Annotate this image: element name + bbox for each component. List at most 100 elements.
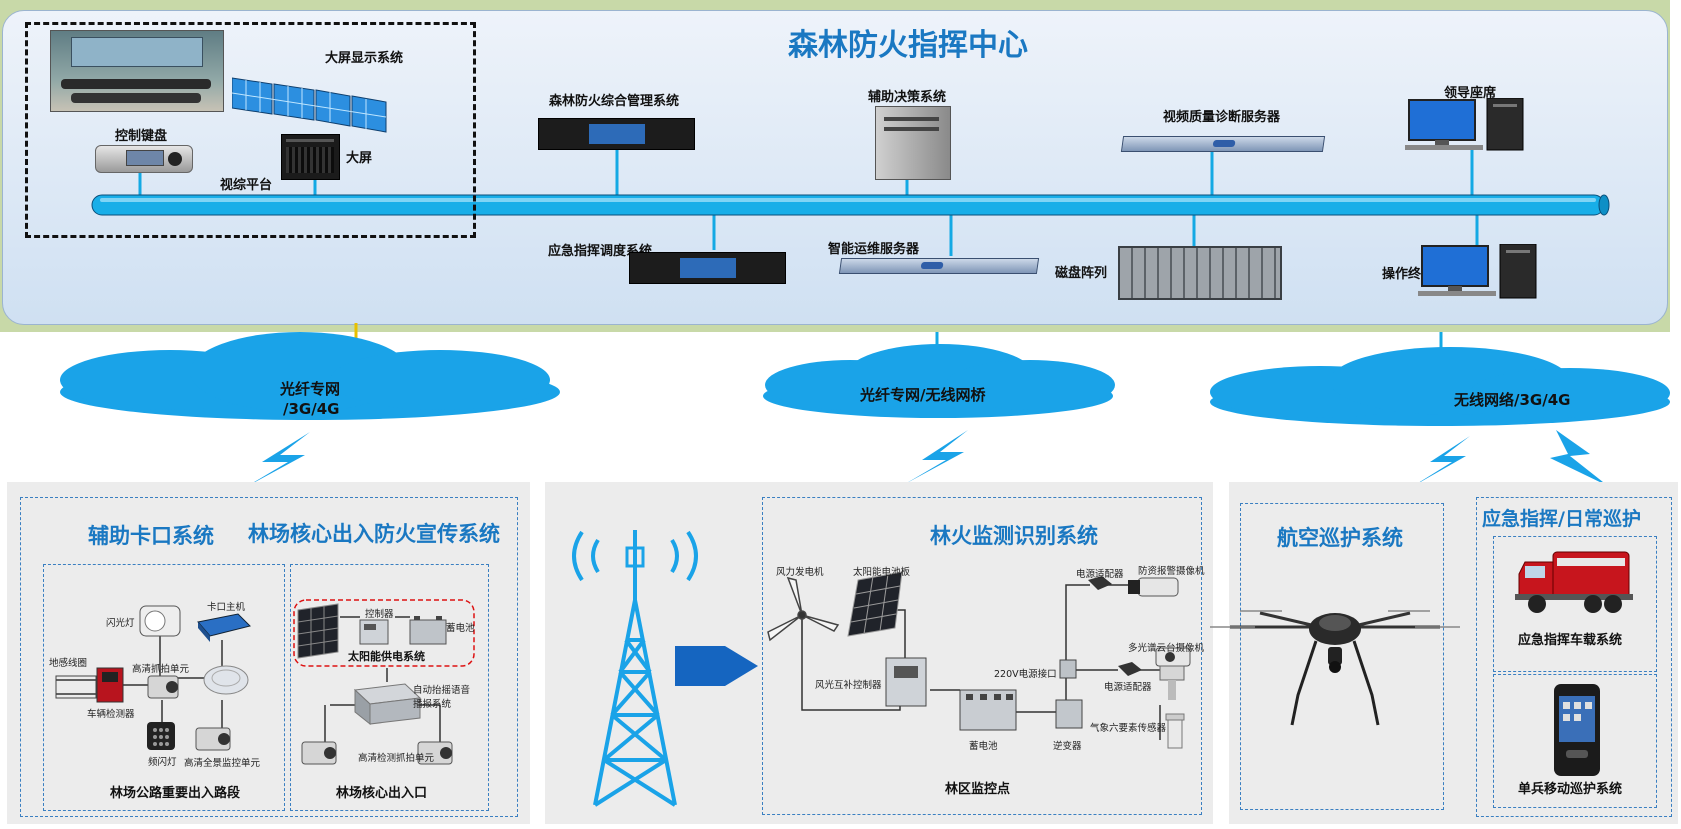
integrated-mgmt-label: 森林防火综合管理系统 — [549, 94, 680, 109]
big-screen-label: 大屏 — [346, 151, 373, 166]
cloud-left-label-2: /3G/4G — [283, 400, 340, 418]
panel-checkpoint — [7, 482, 530, 824]
emergency-outer-box — [1476, 497, 1672, 817]
control-keyboard-label: 控制键盘 — [115, 129, 168, 144]
signal-tower-icon — [572, 530, 698, 807]
battery-small-icon — [409, 616, 447, 645]
control-keyboard-icon — [95, 145, 193, 173]
network-switch-icon — [203, 665, 249, 695]
hd-capture-label: 高清抓拍单元 — [132, 664, 190, 675]
weather-sensor-label: 气象六要素传感器 — [1090, 723, 1167, 734]
cloud-left — [60, 332, 560, 420]
video-wall-icon — [232, 77, 387, 133]
aerial-box — [1240, 503, 1444, 810]
loop-coil-icon — [55, 675, 97, 699]
cloud-right-label: 无线网络/3G/4G — [1454, 391, 1571, 409]
fire-monitoring-box — [762, 497, 1202, 815]
flash-light-icon — [139, 605, 181, 637]
big-screen-group-box — [25, 22, 476, 238]
checkpoint-system-title: 辅助卡口系统 — [88, 524, 214, 548]
ac220-label: 220V电源接口 — [994, 669, 1057, 680]
power-adapter-2-icon — [1118, 662, 1142, 676]
wind-turbine-icon — [767, 576, 840, 642]
cloud-right — [1210, 347, 1670, 426]
power-adapter-1-label: 电源适配器 — [1076, 569, 1124, 580]
mobile-patrol-box — [1493, 674, 1657, 808]
power-adapter-2-label: 电源适配器 — [1104, 682, 1152, 693]
fire-camera-icon — [1128, 577, 1179, 597]
core-entry-caption: 林场核心出入口 — [336, 786, 428, 801]
mobile-terminal-icon — [1554, 684, 1600, 776]
auto-voice-label: 自动抬摇语音播报系统 — [413, 685, 471, 710]
big-screen-system-label: 大屏显示系统 — [325, 51, 404, 66]
ops-server-label: 智能运维服务器 — [828, 242, 920, 257]
panel-checkpoint-outer-box — [20, 497, 518, 817]
emergency-dispatch-device — [629, 252, 786, 284]
solar-panel-icon — [847, 571, 903, 637]
panel-aerial — [1229, 482, 1469, 824]
decision-support-server — [875, 106, 951, 180]
flow-arrow-icon — [675, 646, 758, 686]
checkpoint-host-icon — [197, 613, 251, 642]
operator-terminal-pc-icon — [1418, 244, 1537, 299]
hd-capture-camera-icon — [147, 675, 179, 699]
mobile-system-label: 单兵移动巡护系统 — [1518, 782, 1623, 797]
disk-array-device — [1118, 246, 1282, 300]
video-platform-label: 视综平台 — [220, 178, 273, 193]
decision-support-label: 辅助决策系统 — [868, 90, 947, 105]
power-adapter-1-icon — [1088, 576, 1112, 590]
vehicle-detector-label: 车辆检测器 — [87, 709, 135, 720]
cloud-left-label-1: 光纤专网 — [280, 380, 341, 398]
control-room-image — [50, 30, 224, 112]
controller-icon — [359, 619, 389, 645]
ac-interface-icon — [1059, 659, 1077, 679]
hd-panorama-camera-icon — [195, 727, 231, 751]
cloud-middle — [763, 344, 1115, 418]
multi-ptz-camera-icon — [1155, 647, 1191, 700]
hybrid-controller-icon — [885, 657, 927, 707]
core-entry-system-title: 林场核心出入防火宣传系统 — [248, 522, 500, 546]
emergency-vehicle-icon — [1515, 551, 1633, 613]
fire-monitoring-title: 林火监测识别系统 — [930, 524, 1098, 548]
hd-panorama-label: 高清全景监控单元 — [184, 758, 261, 769]
strobe-light-icon — [147, 722, 175, 750]
hd-detect-label: 高清检测抓拍单元 — [358, 753, 435, 764]
checkpoint-host-label: 卡口主机 — [207, 602, 246, 613]
emergency-dispatch-label: 应急指挥调度系统 — [548, 244, 653, 259]
page-title: 森林防火指挥中心 — [788, 28, 1028, 63]
multi-ptz-label: 多光谱云台摄像机 — [1128, 643, 1205, 654]
emergency-title: 应急指挥/日常巡护 — [1482, 508, 1641, 530]
road-section-caption: 林场公路重要出入路段 — [110, 786, 241, 801]
leader-seat-pc-icon — [1405, 98, 1524, 151]
video-platform-rack — [281, 134, 340, 180]
loop-coil-label: 地感线圈 — [49, 658, 88, 669]
emergency-vehicle-box — [1493, 536, 1657, 672]
command-center-panel — [2, 10, 1668, 325]
battery-bank-label: 蓄电池 — [969, 741, 998, 752]
core-entry-box — [290, 564, 489, 811]
solar-panel-label: 太阳能电池板 — [853, 567, 911, 578]
hd-detect-camera-left-icon — [301, 741, 337, 765]
video-quality-label: 视频质量诊断服务器 — [1163, 110, 1281, 125]
road-section-box — [43, 564, 285, 811]
vehicle-system-label: 应急指挥车载系统 — [1518, 633, 1623, 648]
inverter-icon — [1055, 699, 1083, 729]
drone-icon — [1210, 610, 1460, 726]
leader-seat-label: 领导座席 — [1444, 86, 1497, 101]
cloud-middle-label: 光纤专网/无线网桥 — [860, 386, 986, 404]
disk-array-label: 磁盘阵列 — [1055, 266, 1108, 281]
inverter-label: 逆变器 — [1053, 741, 1082, 752]
fire-monitoring-caption: 林区监控点 — [945, 782, 1011, 797]
strobe-label: 频闪灯 — [148, 757, 177, 768]
hd-detect-camera-right-icon — [417, 741, 453, 765]
controller-label: 控制器 — [365, 609, 394, 620]
flash-light-label: 闪光灯 — [106, 618, 135, 629]
fire-camera-label: 防资报警摄像机 — [1138, 566, 1205, 577]
voice-broadcast-icon — [353, 683, 422, 726]
solar-system-label: 太阳能供电系统 — [348, 650, 425, 663]
battery-bank-icon — [959, 689, 1017, 731]
vehicle-detector-icon — [96, 667, 124, 703]
